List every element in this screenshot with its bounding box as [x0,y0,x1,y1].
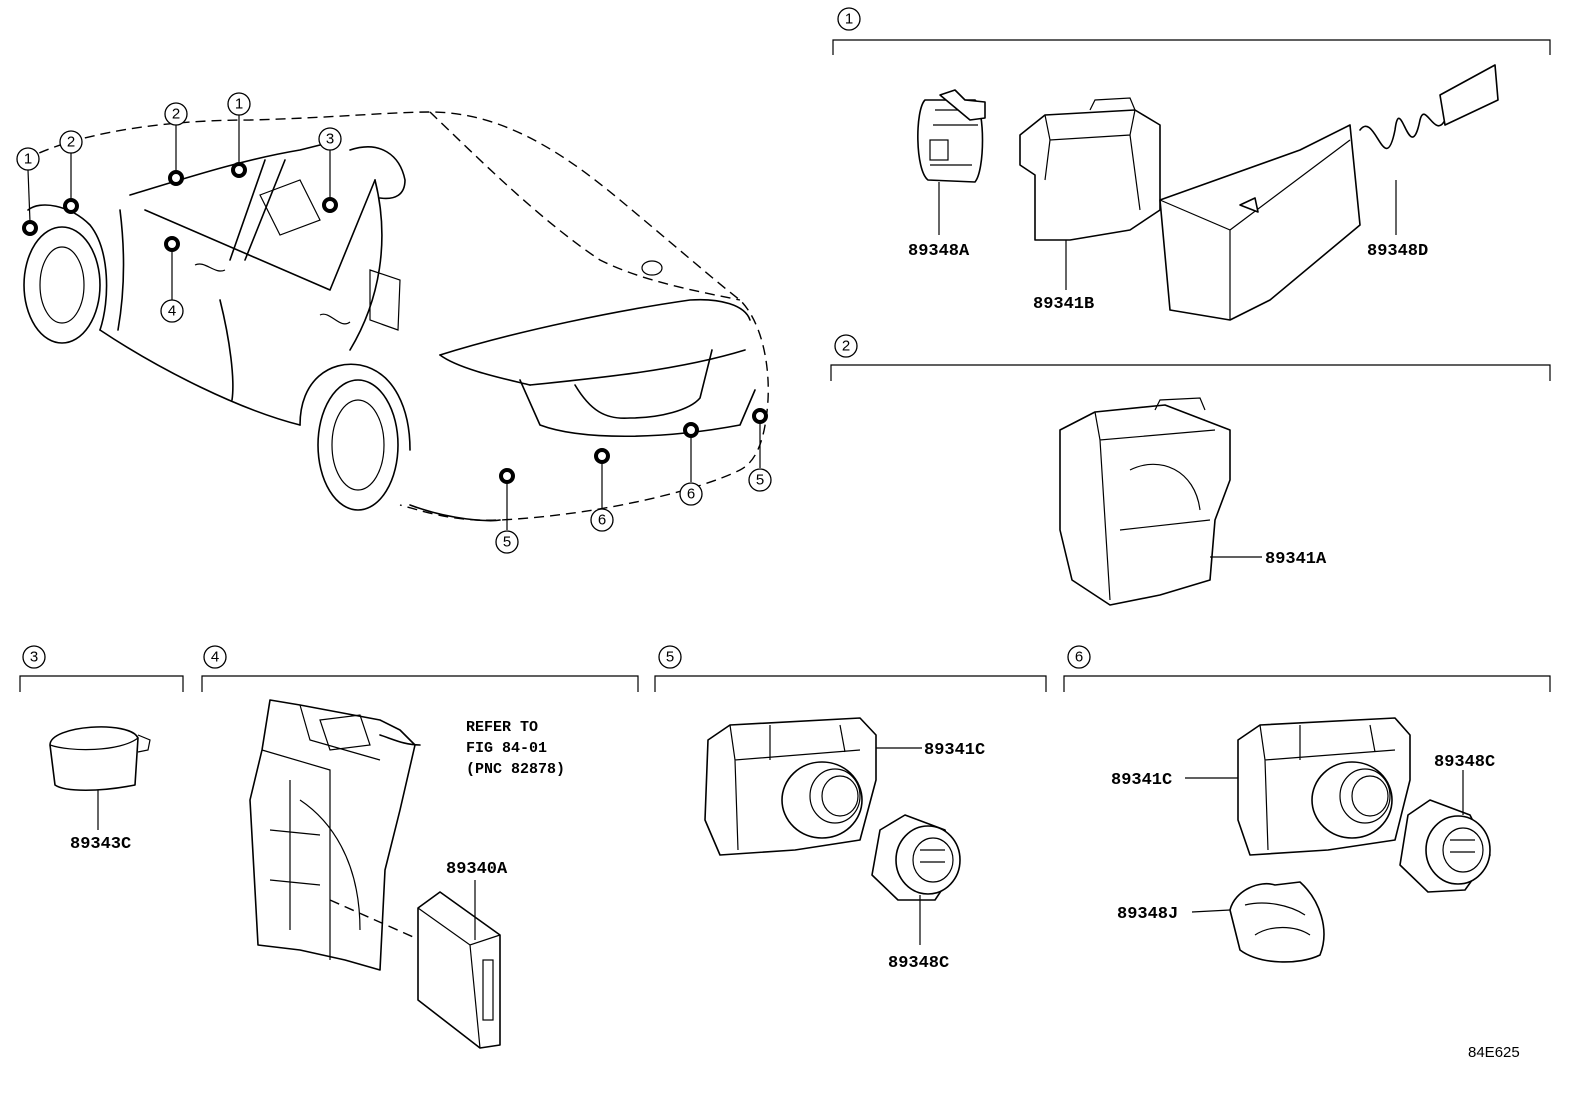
sensor-dot[interactable] [594,448,610,464]
svg-text:5: 5 [666,649,674,666]
figure-id: 84E625 [1468,1044,1520,1061]
svg-text:4: 4 [168,303,176,320]
svg-text:5: 5 [503,534,511,551]
refer-note-line3: (PNC 82878) [466,761,565,778]
part-89348A[interactable]: 89348A [908,89,986,261]
svg-text:89348A: 89348A [908,242,970,261]
sensor-dot[interactable] [683,422,699,438]
svg-text:89348C: 89348C [1434,753,1495,772]
part-89343C[interactable]: 89343C [49,726,151,854]
vehicle-callouts: 1 2 1 2 3 4 5 6 6 5 [16,92,772,554]
callout-2[interactable]: 2 [59,130,83,154]
callout-1[interactable]: 1 [227,92,251,116]
svg-text:1: 1 [845,11,853,28]
harness-bracket [249,699,421,971]
callout-6[interactable]: 6 [590,508,614,532]
svg-text:6: 6 [1075,649,1083,666]
svg-text:2: 2 [842,338,850,355]
svg-text:5: 5 [756,472,764,489]
svg-text:89348C: 89348C [888,954,949,973]
part-89341C[interactable]: 89341C [1111,717,1411,856]
group-6: 6 89341C 89348C 89348J [1063,645,1551,963]
part-89348C[interactable]: 89348C [871,814,961,973]
sensor-dot[interactable] [168,170,184,186]
part-89348C[interactable]: 89348C [1399,753,1495,893]
group-5-callout[interactable]: 5 [658,645,682,669]
svg-text:89348J: 89348J [1117,905,1178,924]
callout-6[interactable]: 6 [679,482,703,506]
svg-text:89341C: 89341C [924,741,985,760]
vehicle-illustration [23,111,769,522]
svg-text:2: 2 [172,106,180,123]
callout-5[interactable]: 5 [748,468,772,492]
part-89341C[interactable]: 89341C [704,717,985,856]
refer-note-line1: REFER TO [466,719,538,736]
part-89340A[interactable]: 89340A [417,860,508,1049]
group-4-callout[interactable]: 4 [203,645,227,669]
sensor-locations [22,162,768,484]
sensor-dot[interactable] [231,162,247,178]
part-89348D[interactable]: 89348D [1159,64,1499,321]
callout-2[interactable]: 2 [164,102,188,126]
svg-text:89340A: 89340A [446,860,508,879]
group-1-callout[interactable]: 1 [837,7,861,31]
svg-text:89341C: 89341C [1111,771,1172,790]
group-2: 2 89341A [830,334,1551,606]
sensor-dot[interactable] [322,197,338,213]
svg-text:89341A: 89341A [1265,550,1327,569]
sensor-dot[interactable] [63,198,79,214]
svg-text:3: 3 [30,649,38,666]
sensor-dot[interactable] [752,408,768,424]
svg-text:1: 1 [235,96,243,113]
svg-text:2: 2 [67,134,75,151]
vehicle-leaders [27,115,761,530]
sensor-dot[interactable] [499,468,515,484]
group-5: 5 89341C 89348C [654,645,1047,973]
group-4: 4 REFER TO FIG 84-01 (PNC 82878) 89340A [201,645,639,1049]
svg-text:89343C: 89343C [70,835,131,854]
svg-text:4: 4 [211,649,219,666]
callout-3[interactable]: 3 [318,127,342,151]
group-6-callout[interactable]: 6 [1067,645,1091,669]
group-2-callout[interactable]: 2 [834,334,858,358]
group-3-callout[interactable]: 3 [22,645,46,669]
svg-text:6: 6 [687,486,695,503]
svg-text:3: 3 [326,131,334,148]
refer-note-line2: FIG 84-01 [466,740,547,757]
group-1: 1 89348A 89341B 89348D [832,7,1551,321]
callout-4[interactable]: 4 [160,299,184,323]
svg-text:1: 1 [24,151,32,168]
group-3: 3 89343C [19,645,184,854]
callout-1[interactable]: 1 [16,147,40,171]
part-89341B[interactable]: 89341B [1019,97,1161,314]
svg-text:6: 6 [598,512,606,529]
svg-text:89348D: 89348D [1367,242,1428,261]
sensor-dot[interactable] [22,220,38,236]
part-89341A[interactable]: 89341A [1059,397,1327,606]
part-89348J[interactable]: 89348J [1117,881,1325,963]
callout-5[interactable]: 5 [495,530,519,554]
svg-text:89341B: 89341B [1033,295,1094,314]
sensor-dot[interactable] [164,236,180,252]
